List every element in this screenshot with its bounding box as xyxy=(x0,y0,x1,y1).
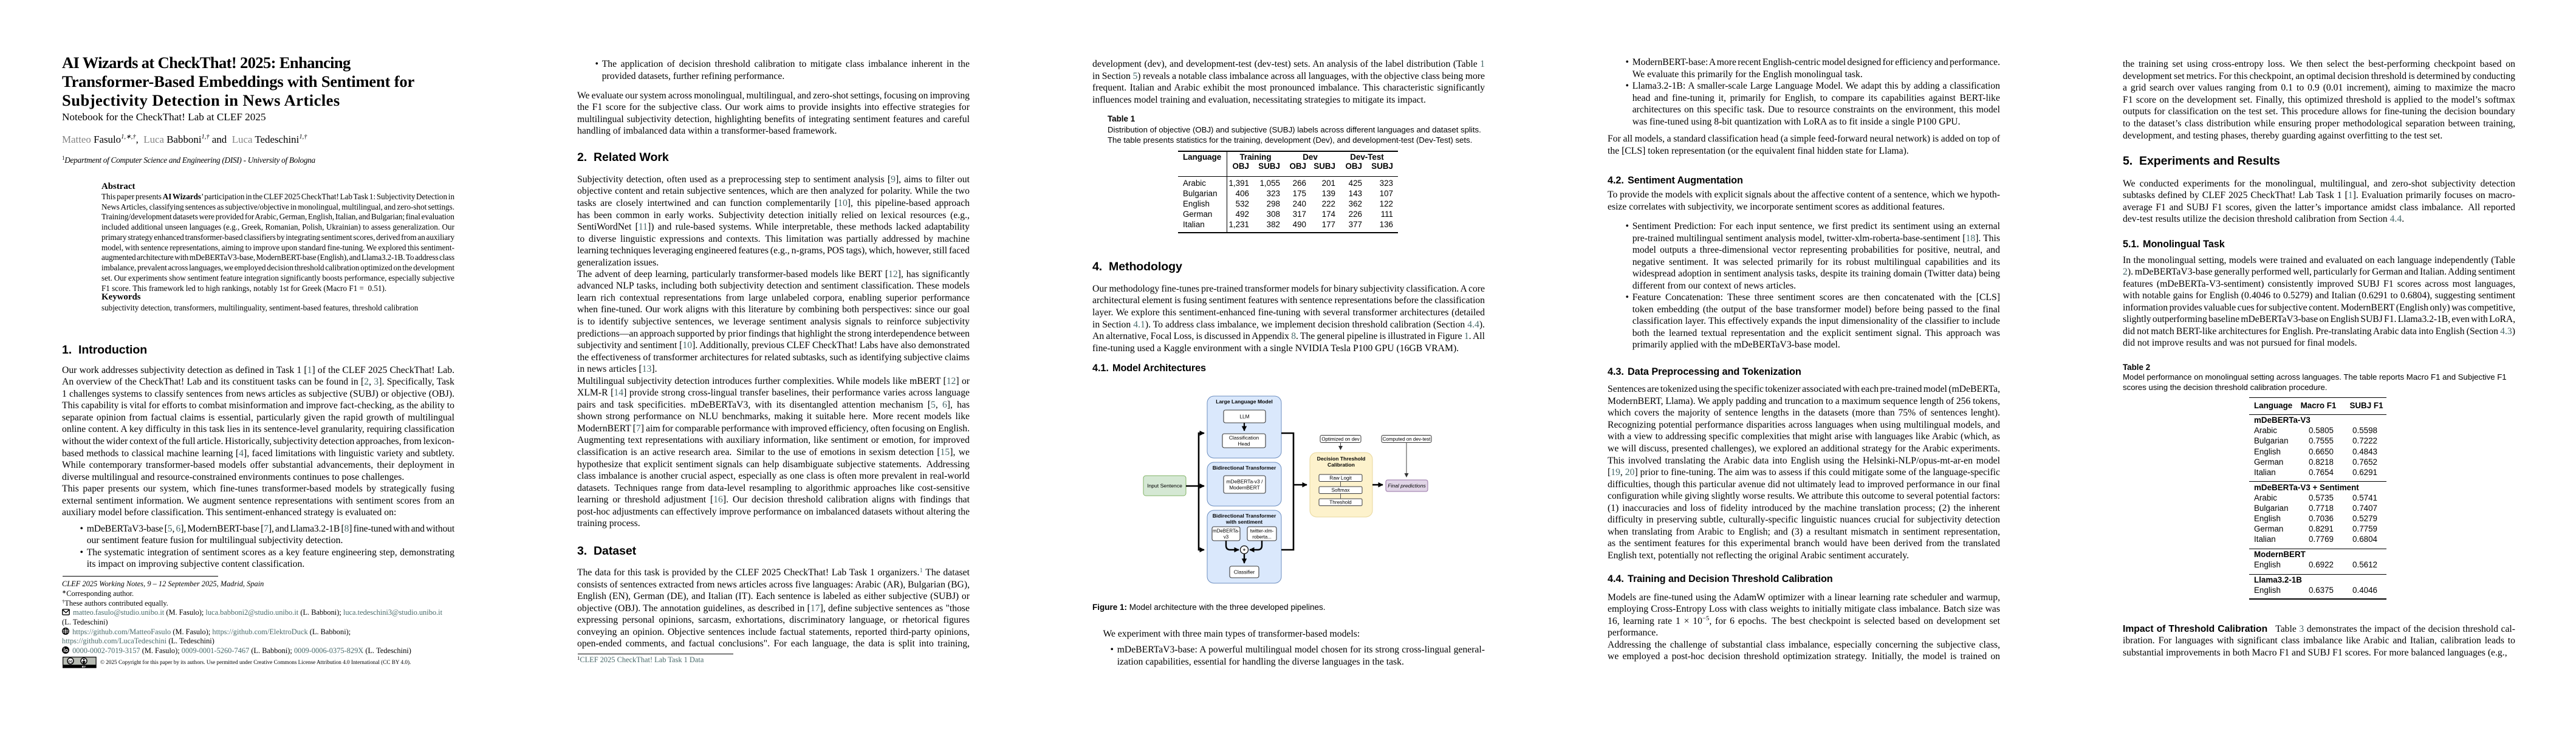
svg-text:LLM: LLM xyxy=(1239,413,1249,419)
svg-text:Computed on dev-test: Computed on dev-test xyxy=(1383,437,1431,442)
svg-text:mDeBERTa-v3 /: mDeBERTa-v3 / xyxy=(1227,478,1264,484)
svg-text:+: + xyxy=(1243,547,1246,553)
svg-text:Head: Head xyxy=(1238,440,1250,447)
svg-text:mDeBERTa-: mDeBERTa- xyxy=(1213,528,1239,533)
svg-text:Threshold: Threshold xyxy=(1329,500,1352,505)
svg-text:Raw Logit: Raw Logit xyxy=(1329,476,1352,481)
svg-text:ModernBERT: ModernBERT xyxy=(1229,484,1260,490)
svg-text:Input Sentence: Input Sentence xyxy=(1147,483,1182,489)
svg-text:Bidirectional Transformer: Bidirectional Transformer xyxy=(1213,513,1276,519)
svg-text:Large Language Model: Large Language Model xyxy=(1216,399,1273,405)
svg-text:BY: BY xyxy=(82,665,86,668)
svg-text:Decision Threshold: Decision Threshold xyxy=(1317,456,1366,462)
svg-text:Bidirectional Transformer: Bidirectional Transformer xyxy=(1213,465,1276,471)
svg-text:v3: v3 xyxy=(1224,534,1229,539)
svg-text:twitter-xlm-: twitter-xlm- xyxy=(1250,528,1274,533)
svg-text:cc: cc xyxy=(68,659,73,663)
svg-text:Final predictions: Final predictions xyxy=(1388,483,1426,489)
svg-text:Softmax: Softmax xyxy=(1331,488,1349,493)
svg-text:with sentiment: with sentiment xyxy=(1225,519,1262,525)
svg-text:Classification: Classification xyxy=(1229,434,1259,440)
svg-text:Classifier: Classifier xyxy=(1234,569,1255,575)
svg-text:Optimized on dev: Optimized on dev xyxy=(1321,437,1359,442)
svg-text:Calibration: Calibration xyxy=(1327,462,1355,468)
svg-text:roberta...: roberta... xyxy=(1252,534,1272,539)
